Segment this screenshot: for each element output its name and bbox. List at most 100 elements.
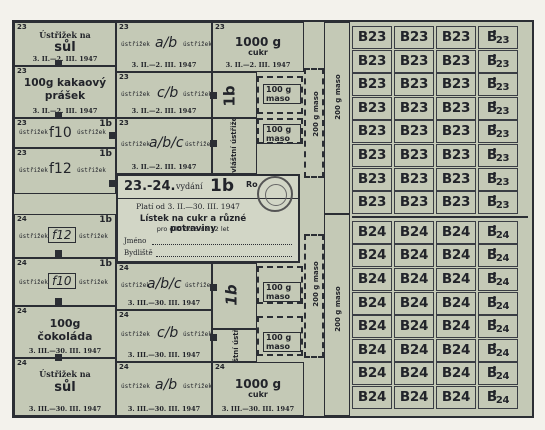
b23-coupon[interactable]: B23 bbox=[352, 120, 392, 144]
b24-coupon[interactable]: B24 bbox=[436, 338, 476, 362]
b23-coupon[interactable]: B23 bbox=[352, 144, 392, 167]
b24-coupon[interactable]: B24 bbox=[478, 338, 518, 362]
b23-coupon[interactable]: B23 bbox=[478, 191, 518, 215]
coupon-cb-23[interactable]: 23 ústřižek c/b ústřižek 3. II.—2. III. … bbox=[116, 72, 212, 118]
coupon-sugar-23[interactable]: 23 1000 g cukr 3. II.—2. III. 1947 bbox=[212, 22, 304, 72]
coupon-meat-200-23[interactable]: 200 g maso bbox=[304, 68, 324, 178]
b24-coupon[interactable]: B24 bbox=[352, 220, 392, 244]
coupon-number: 23 bbox=[17, 149, 27, 157]
b23-coupon[interactable]: B23 bbox=[436, 191, 476, 215]
b24-coupon[interactable]: B24 bbox=[394, 220, 434, 244]
b24-coupon[interactable]: B24 bbox=[436, 362, 476, 386]
b23-coupon[interactable]: B23 bbox=[478, 49, 518, 73]
b24-coupon[interactable]: B24 bbox=[394, 291, 434, 315]
b24-coupon[interactable]: B24 bbox=[478, 244, 518, 268]
coupon-number: 23 bbox=[17, 67, 27, 75]
b23-coupon[interactable]: B23 bbox=[394, 167, 434, 191]
coupon-cocoa-23[interactable]: 23 100g kakaový prášek 3. II.—2. III. 19… bbox=[14, 66, 116, 118]
coupon-salt-23[interactable]: 23 Ústřižek na sůl 3. II.—2. III. 1947 bbox=[14, 22, 116, 66]
coupon-salt-24[interactable]: 24 Ústřižek na sůl 3. III.—30. III. 1947 bbox=[14, 358, 116, 416]
coupon-chocolate-24[interactable]: 24 100g čokoláda 3. III.—30. III. 1947 bbox=[14, 306, 116, 358]
b23-coupon[interactable]: B23 bbox=[352, 191, 392, 215]
b24-coupon[interactable]: B24 bbox=[352, 291, 392, 315]
coupon-meat-200-24[interactable]: 200 g maso bbox=[304, 234, 324, 358]
b23-coupon[interactable]: B23 bbox=[394, 49, 434, 73]
coupon-f10-23[interactable]: 23 ústřižek f10 ústřižek 1b bbox=[14, 118, 116, 148]
coupon-meat-100-24b[interactable]: 100 g maso bbox=[257, 316, 303, 356]
b24-coupon[interactable]: B24 bbox=[394, 386, 434, 409]
b24-coupon[interactable]: B24 bbox=[478, 268, 518, 291]
b23-coupon[interactable]: B23 bbox=[436, 49, 476, 73]
b24-coupon[interactable]: B24 bbox=[352, 362, 392, 386]
b23-coupon[interactable]: B23 bbox=[478, 120, 518, 144]
coupon-f12-24[interactable]: 24 ústřižek f12 ústřižek 1b bbox=[14, 214, 116, 258]
b24-coupon[interactable]: B24 bbox=[436, 268, 476, 291]
coupon-f12-23[interactable]: 23 ústřižek f12 ústřižek 1b bbox=[14, 148, 116, 194]
b24-coupon[interactable]: B24 bbox=[478, 291, 518, 315]
name-line[interactable] bbox=[152, 244, 292, 245]
b23-coupon[interactable]: B23 bbox=[394, 73, 434, 97]
b23-coupon[interactable]: B23 bbox=[478, 167, 518, 191]
coupon-meat-200-23-side[interactable]: 200 g maso bbox=[324, 22, 350, 214]
b23-coupon[interactable]: B23 bbox=[394, 96, 434, 120]
b24-coupon[interactable]: B24 bbox=[352, 244, 392, 268]
b23-coupon[interactable]: B23 bbox=[394, 144, 434, 167]
b-coupon-letter: B bbox=[486, 271, 497, 287]
coupon-f10-24[interactable]: 24 ústřižek f10 ústřižek 1b bbox=[14, 258, 116, 306]
b24-coupon[interactable]: B24 bbox=[478, 362, 518, 386]
b23-coupon[interactable]: B23 bbox=[436, 144, 476, 167]
b23-coupon[interactable]: B23 bbox=[352, 96, 392, 120]
perforation-mark bbox=[55, 298, 62, 305]
coupon-meat-100-24a[interactable]: 100 g maso bbox=[257, 266, 303, 304]
b23-coupon[interactable]: B23 bbox=[478, 144, 518, 167]
b24-coupon[interactable]: B24 bbox=[478, 220, 518, 244]
b24-coupon[interactable]: B24 bbox=[394, 268, 434, 291]
grid-divider bbox=[352, 216, 528, 218]
b24-coupon[interactable]: B24 bbox=[436, 386, 476, 409]
coupon-abc-23[interactable]: 23 ústřižek a/b/c ústřižek 3. II.—2. III… bbox=[116, 118, 212, 174]
b24-coupon[interactable]: B24 bbox=[436, 220, 476, 244]
b23-coupon[interactable]: B23 bbox=[436, 120, 476, 144]
b24-coupon[interactable]: B24 bbox=[394, 315, 434, 339]
b24-coupon[interactable]: B24 bbox=[352, 338, 392, 362]
b24-coupon[interactable]: B24 bbox=[394, 362, 434, 386]
b24-coupon[interactable]: B24 bbox=[436, 291, 476, 315]
b24-coupon[interactable]: B24 bbox=[436, 315, 476, 339]
b24-coupon[interactable]: B24 bbox=[394, 338, 434, 362]
b23-coupon[interactable]: B23 bbox=[394, 191, 434, 215]
b23-coupon[interactable]: B23 bbox=[478, 96, 518, 120]
b23-coupon[interactable]: B23 bbox=[478, 73, 518, 97]
b24-coupon[interactable]: B24 bbox=[436, 244, 476, 268]
b24-coupon[interactable]: B24 bbox=[478, 386, 518, 409]
coupon-1b-24[interactable]: 1b bbox=[212, 263, 257, 329]
coupon-sugar-24[interactable]: 24 1000 g cukr 3. III.—30. III. 1947 bbox=[212, 362, 304, 416]
coupon-cb-24[interactable]: 24 ústřižek c/b ústřižek 3. III.—30. III… bbox=[116, 310, 212, 362]
coupon-meat-100-23b[interactable]: 100 g maso bbox=[257, 118, 303, 144]
b23-coupon[interactable]: B23 bbox=[478, 26, 518, 49]
b23-coupon[interactable]: B23 bbox=[352, 167, 392, 191]
b24-coupon[interactable]: B24 bbox=[352, 268, 392, 291]
coupon-abc-24[interactable]: 24 ústřižek a/b/c ústřižek 3. III.—30. I… bbox=[116, 263, 212, 310]
b24-coupon[interactable]: B24 bbox=[352, 315, 392, 339]
coupon-special-24[interactable]: Zvláštní ústřižek bbox=[212, 329, 257, 362]
coupon-1b-23[interactable]: 1b bbox=[212, 72, 257, 118]
b24-coupon[interactable]: B24 bbox=[352, 386, 392, 409]
b23-coupon[interactable]: B23 bbox=[436, 26, 476, 49]
b23-coupon[interactable]: B23 bbox=[394, 26, 434, 49]
b24-coupon[interactable]: B24 bbox=[478, 315, 518, 339]
coupon-ab-23[interactable]: 23 ústřižek a/b ústřižek 3. II.—2. III. … bbox=[116, 22, 212, 72]
b23-coupon[interactable]: B23 bbox=[436, 167, 476, 191]
b23-coupon[interactable]: B23 bbox=[436, 96, 476, 120]
coupon-special-23[interactable]: Zvláštní ústřižek bbox=[212, 118, 257, 174]
coupon-meat-200-24-side[interactable]: 200 g maso bbox=[324, 214, 350, 416]
b23-coupon[interactable]: B23 bbox=[352, 26, 392, 49]
address-line[interactable] bbox=[156, 256, 292, 257]
b24-coupon[interactable]: B24 bbox=[394, 244, 434, 268]
coupon-ab-24[interactable]: 24 ústřižek a/b ústřižek 3. III.—30. III… bbox=[116, 362, 212, 416]
b23-coupon[interactable]: B23 bbox=[436, 73, 476, 97]
b23-coupon[interactable]: B23 bbox=[352, 49, 392, 73]
b23-coupon[interactable]: B23 bbox=[394, 120, 434, 144]
coupon-code: f10 bbox=[49, 125, 72, 141]
b23-coupon[interactable]: B23 bbox=[352, 73, 392, 97]
coupon-meat-100-23a[interactable]: 100 g maso bbox=[257, 76, 303, 114]
